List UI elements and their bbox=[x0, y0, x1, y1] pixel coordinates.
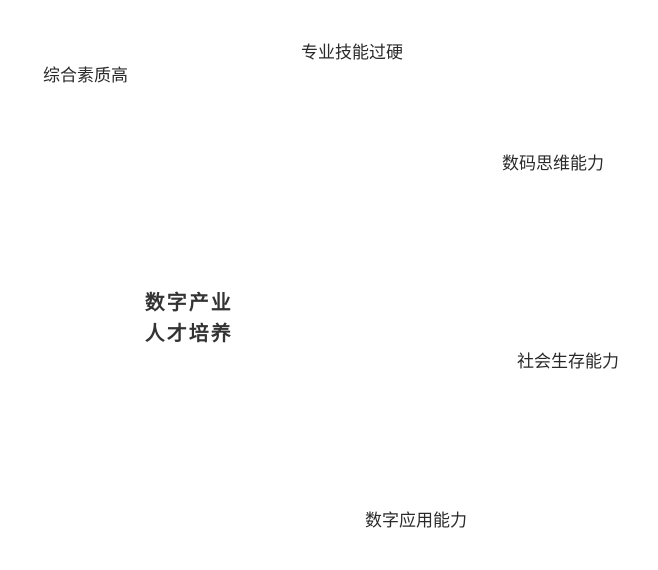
node-digital-application: 数字应用能力 bbox=[365, 511, 467, 531]
node-professional-skills: 专业技能过硬 bbox=[301, 43, 403, 63]
node-overall-quality: 综合素质高 bbox=[43, 66, 128, 86]
center-title-line-2: 人才培养 bbox=[145, 321, 233, 345]
center-title-line-1: 数字产业 bbox=[145, 290, 233, 314]
center-title: 数字产业 人才培养 bbox=[145, 287, 233, 349]
node-social-survival: 社会生存能力 bbox=[517, 352, 619, 372]
node-digital-thinking: 数码思维能力 bbox=[502, 154, 604, 174]
